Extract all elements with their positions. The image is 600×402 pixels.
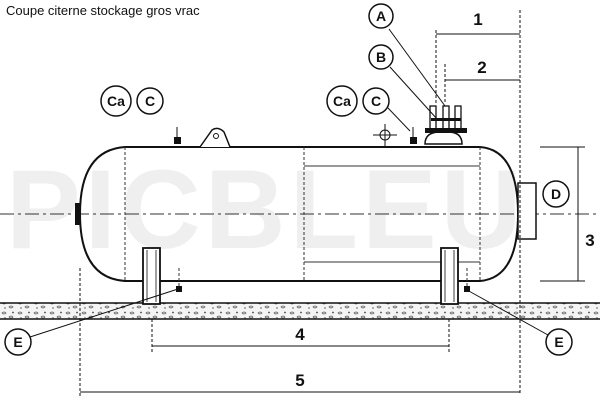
callout-C-right: C <box>362 87 390 115</box>
callout-C-left: C <box>136 87 164 115</box>
dimension-lines <box>79 10 585 398</box>
svg-text:Ca: Ca <box>333 93 351 109</box>
dimension-2-label: 2 <box>477 58 486 77</box>
callout-Ca-left: Ca <box>100 85 132 117</box>
dimension-5-label: 5 <box>295 371 304 390</box>
callout-Ca-right: Ca <box>326 85 358 117</box>
saddle-supports <box>142 247 459 305</box>
svg-text:D: D <box>551 186 561 202</box>
earth-point-right <box>464 286 470 292</box>
callout-E-left: E <box>4 328 32 356</box>
leader-lines <box>29 28 549 338</box>
top-valves <box>425 105 467 133</box>
gauge-symbol <box>373 124 397 146</box>
callout-D: D <box>542 180 570 208</box>
diagram-title: Coupe citerne stockage gros vrac <box>6 3 200 18</box>
svg-text:A: A <box>376 8 386 24</box>
svg-text:Ca: Ca <box>107 93 125 109</box>
watermark: PICBLEU <box>6 147 526 272</box>
ground-bed <box>0 302 600 320</box>
earth-point-left <box>176 286 182 292</box>
dimension-3-label: 3 <box>585 231 594 250</box>
callout-A: A <box>368 3 394 29</box>
dimension-1-label: 1 <box>473 10 482 29</box>
svg-text:C: C <box>145 93 155 109</box>
svg-text:B: B <box>376 49 386 65</box>
connection-point-left <box>174 137 181 144</box>
callout-E-right: E <box>545 328 573 356</box>
svg-text:C: C <box>371 93 381 109</box>
svg-text:E: E <box>13 334 22 350</box>
connection-point-right <box>410 137 417 144</box>
dimension-4-label: 4 <box>295 325 305 344</box>
callout-B: B <box>368 44 394 70</box>
svg-text:E: E <box>554 334 563 350</box>
